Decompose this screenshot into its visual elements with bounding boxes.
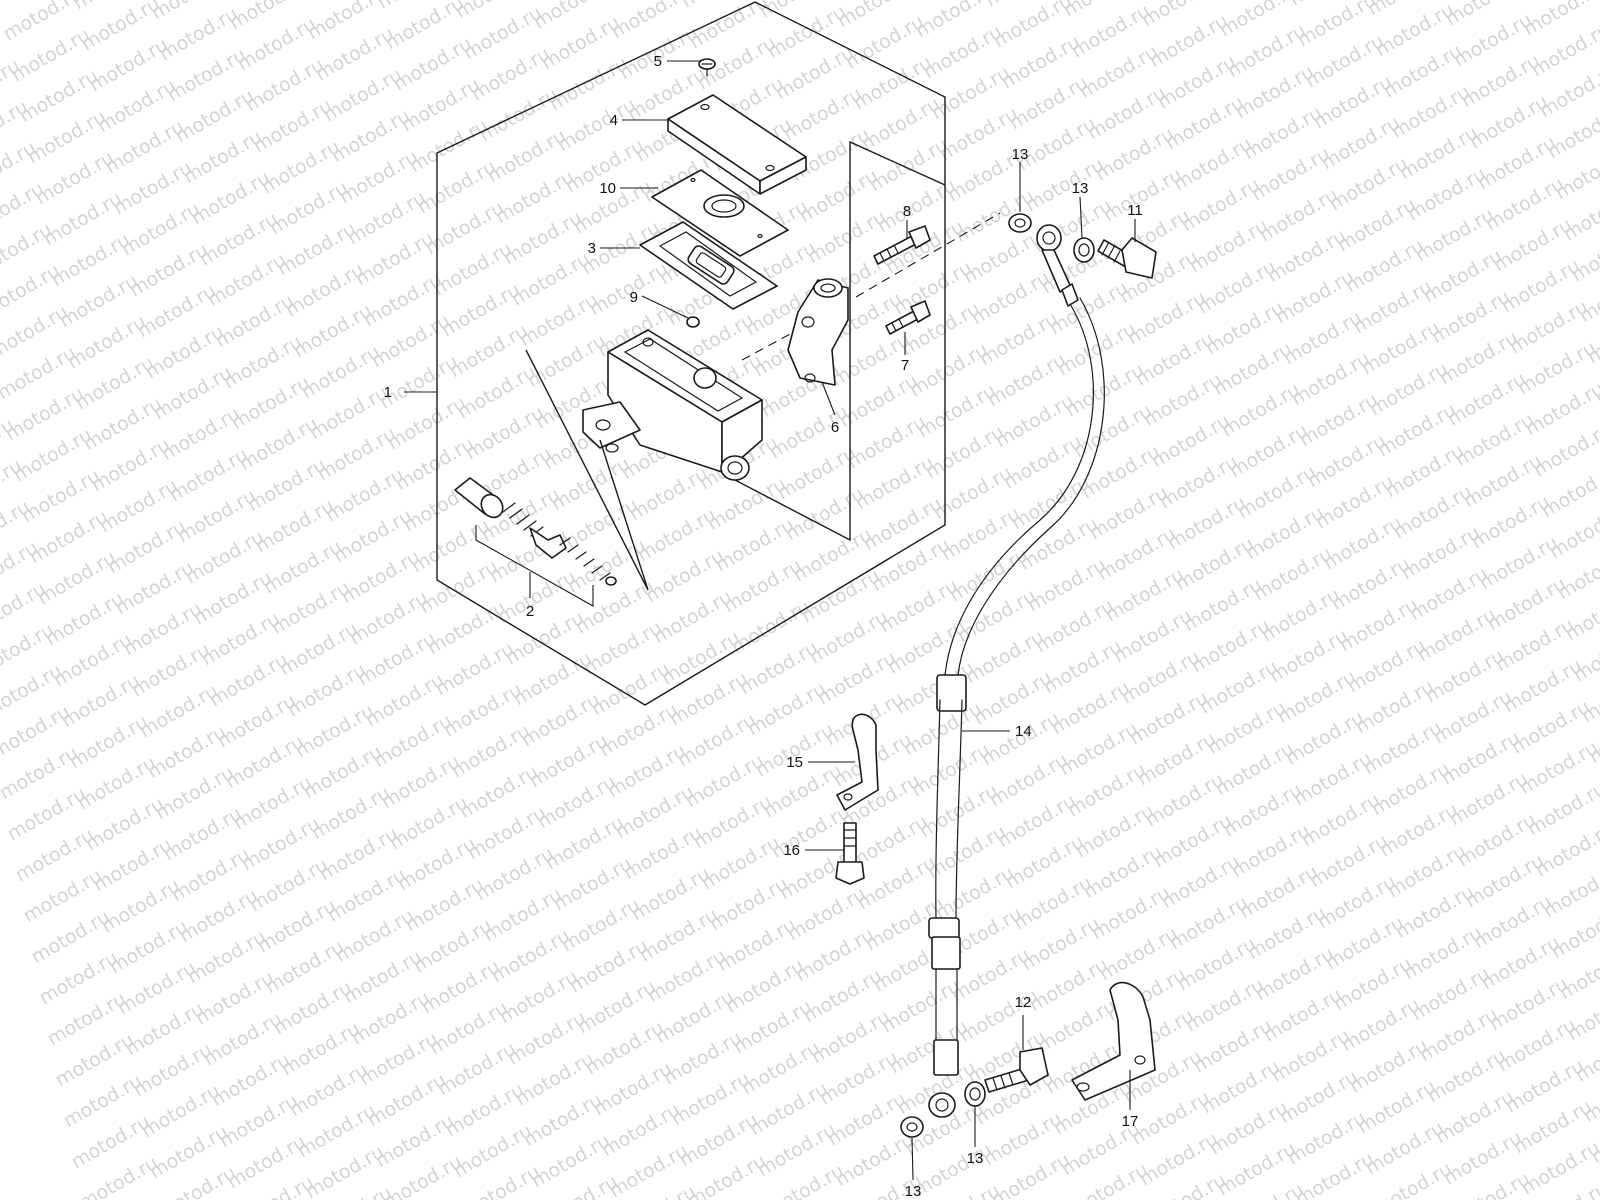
projection-line-right xyxy=(734,140,946,542)
o-ring-small xyxy=(686,316,700,328)
washer-upper-right xyxy=(1073,237,1095,263)
cap-screw xyxy=(698,58,716,77)
projection-line-left xyxy=(525,349,649,591)
piston-set xyxy=(454,477,617,586)
callout-13-upper-right: 13 xyxy=(1072,180,1089,197)
callout-13-upper-left: 13 xyxy=(1012,146,1029,163)
callout-1: 1 xyxy=(384,384,392,401)
bolt-long xyxy=(873,225,931,265)
callout-16: 16 xyxy=(783,842,800,859)
dashed-line-hose xyxy=(855,212,1001,298)
washer-lower-right xyxy=(964,1081,986,1107)
callout-7: 7 xyxy=(901,357,909,374)
washer-lower-left xyxy=(900,1116,924,1138)
bolt-short xyxy=(885,300,931,335)
callout-13-lower-right: 13 xyxy=(967,1150,984,1167)
hose-bracket xyxy=(1071,981,1156,1101)
reservoir-cap xyxy=(667,94,807,195)
lever-holder xyxy=(787,278,849,386)
plate xyxy=(651,169,789,257)
callout-2: 2 xyxy=(526,603,534,620)
callout-3: 3 xyxy=(588,240,596,257)
callout-14: 14 xyxy=(1015,723,1032,740)
washer-upper-left xyxy=(1008,213,1032,233)
callout-11: 11 xyxy=(1127,202,1143,219)
union-bolt-lower xyxy=(984,1047,1049,1093)
brake-hose xyxy=(928,224,1105,1118)
clamp-bolt xyxy=(835,822,865,885)
callout-labels: 1 2 3 4 5 6 7 8 9 10 11 12 13 13 13 13 1… xyxy=(384,53,1143,1200)
callout-6: 6 xyxy=(831,419,839,436)
diaphragm xyxy=(639,221,778,310)
union-bolt-upper xyxy=(1097,237,1157,279)
assembly-frame xyxy=(436,1,946,706)
piston-bracket xyxy=(475,525,594,607)
master-cylinder-body xyxy=(582,329,763,481)
callout-17: 17 xyxy=(1122,1113,1139,1130)
hose-clamp xyxy=(836,713,879,811)
callout-8: 8 xyxy=(903,203,911,220)
callout-4: 4 xyxy=(610,112,618,129)
callout-13-lower-left: 13 xyxy=(905,1183,922,1200)
leader-lines xyxy=(404,60,1136,1181)
callout-9: 9 xyxy=(630,289,638,306)
callout-15: 15 xyxy=(786,754,803,771)
callout-10: 10 xyxy=(599,180,616,197)
callout-5: 5 xyxy=(654,53,662,70)
callout-12: 12 xyxy=(1015,994,1032,1011)
